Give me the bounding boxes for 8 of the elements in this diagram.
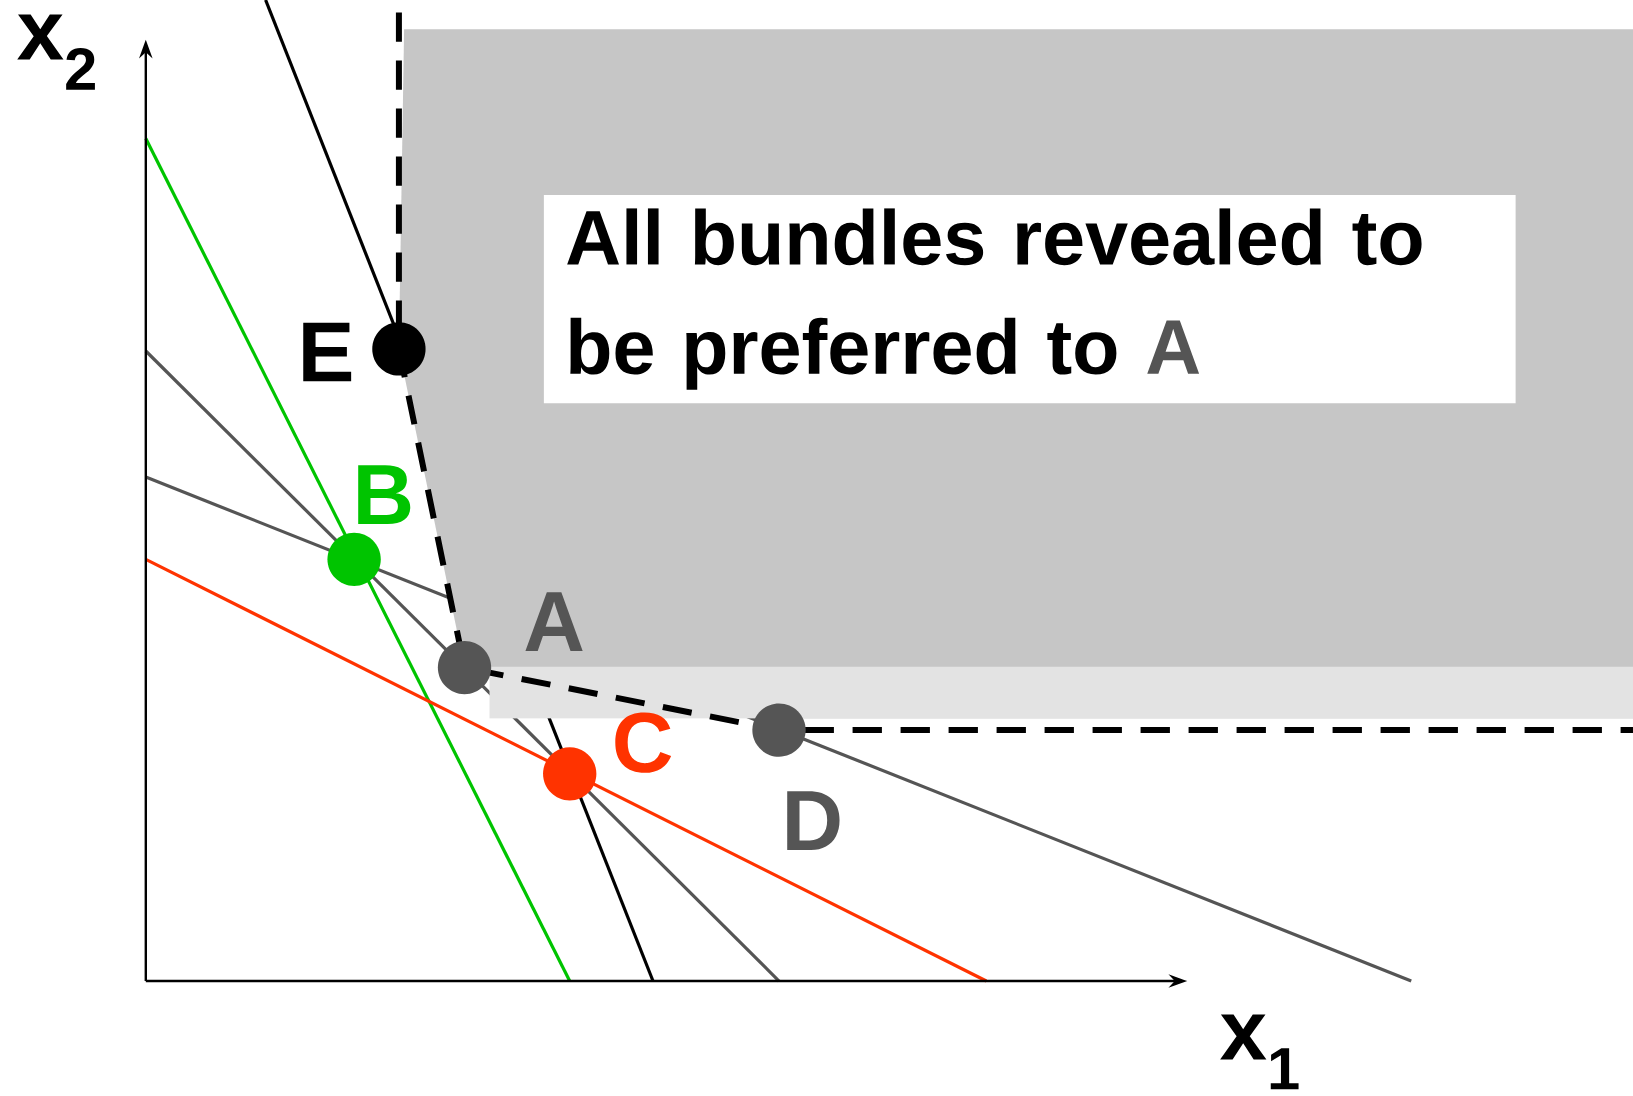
text-box: All bundles revealed to be preferred to A <box>543 195 1516 404</box>
point-label: E <box>303 322 352 382</box>
point-label: C <box>615 712 672 773</box>
axis-label: x$_{1}$ <box>1220 1014 1299 1090</box>
point-label: B <box>358 465 411 525</box>
point-label: D <box>787 791 840 851</box>
axis-label: x$_{2}$ <box>17 14 95 90</box>
point-label: A <box>525 592 583 652</box>
